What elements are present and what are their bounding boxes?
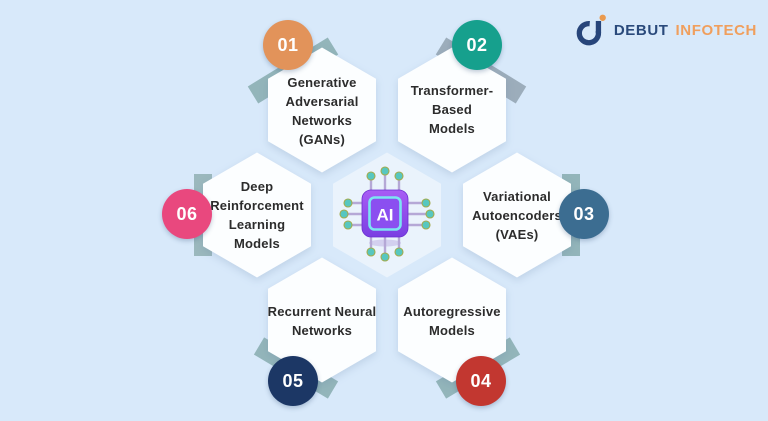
step-number: 02 [466,34,488,55]
step-number: 06 [176,203,198,224]
step-badge-06: 06 [162,189,212,239]
step-number: 03 [573,203,595,224]
label-line: (VAEs) [495,227,539,242]
hex-label-vae: Variational Autoencoders (VAEs) [447,187,587,244]
label-line: Learning [228,217,286,232]
label-line: Generative [287,75,357,90]
hex-label-transformer: Transformer- Based Models [382,81,522,138]
hex-tile-vae [463,152,571,278]
hex-tile-deep-rl [203,152,311,278]
label-line: Networks [291,323,353,338]
hex-tile-gans [268,47,376,173]
hex-label-deep-rl: Deep Reinforcement Learning Models [187,177,327,253]
hex-label-gans: Generative Adversarial Networks (GANs) [252,73,392,149]
hex-label-autoregressive: Autoregressive Models [382,302,522,340]
label-line: Models [429,121,475,136]
label-line: Adversarial [285,94,359,109]
logo-orange-dot [599,14,606,21]
step-badge-02: 02 [452,20,502,70]
step-number: 04 [470,370,492,391]
logo-text-debut: DEBUT [613,21,669,39]
label-line: Autoregressive [403,304,501,319]
label-line: Reinforcement [210,198,304,213]
label-line: Autoencoders [472,208,562,223]
brand-logo-icon [576,14,606,46]
label-line: Transformer- [410,83,494,98]
hex-label-rnn: Recurrent Neural Networks [252,302,392,340]
label-line: Deep [240,179,274,194]
step-badge-04: 04 [456,356,506,406]
label-line: Variational [483,189,551,204]
step-badge-03: 03 [559,189,609,239]
chip-ai-label: AI [377,206,394,225]
step-number: 05 [282,370,304,391]
chip-pin-dots [339,166,435,262]
step-badge-01: 01 [263,20,313,70]
step-badge-05: 05 [268,356,318,406]
label-line: Networks [291,113,353,128]
brand-logo: DEBUT INFOTECH [575,12,757,48]
chip-inner-frame [368,196,402,231]
hex-tile-rnn [268,257,376,383]
label-line: Models [429,323,475,338]
hex-tile-autoregressive [398,257,506,383]
label-line: Based [431,102,473,117]
logo-text-infotech: INFOTECH [675,21,757,39]
hex-tile-transformer [398,47,506,173]
label-line: (GANs) [299,132,345,147]
step-number: 01 [277,34,299,55]
label-line: Recurrent Neural [267,304,377,319]
label-line: Models [234,236,280,251]
ai-chip-icon: AI [339,166,435,262]
